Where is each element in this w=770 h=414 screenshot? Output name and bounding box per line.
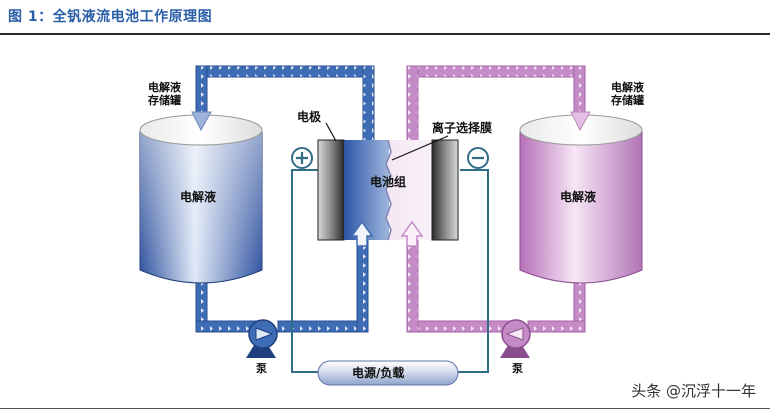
ion-membrane [385,139,392,241]
positive-half-cell [386,140,432,240]
left-pump-icon [246,319,278,358]
left-electrode [317,139,345,241]
right-inflow-arrow [570,111,591,132]
negative-half-cell [344,140,389,240]
left-stack-inflow-arrow [350,220,374,247]
right-pump-icon [500,319,531,358]
membrane-leader-line [391,135,449,161]
electrode-label: 电极 [297,109,322,124]
right-electrolyte-label: 电解液 [560,189,596,204]
right-storage-tank [519,114,643,284]
title-divider [0,33,770,35]
left-storage-tank [139,114,263,284]
left-pump-label: 泵 [256,362,267,375]
right-pump-label: 泵 [512,362,523,375]
load-label: 电源/负载 [352,365,404,380]
battery-stack [317,139,459,241]
left-electrolyte-label: 电解液 [180,189,216,204]
membrane-label: 离子选择膜 [432,120,492,135]
left-tank-label-1: 电解液 [148,80,182,94]
figure-title: 图 1：全钒液流电池工作原理图 [8,9,213,25]
bottom-divider [0,408,770,409]
right-electrode [431,139,459,241]
power-load-box [317,360,459,386]
right-stack-inflow-arrow [400,220,424,247]
watermark: 头条 @沉浮十一年 [631,382,756,400]
electrode-leader-line [325,122,337,142]
left-inflow-arrow [191,111,212,132]
electrical-wires [291,169,489,373]
right-tank-label-2: 存储罐 [611,93,644,107]
right-tank-label-1: 电解液 [611,80,645,94]
positive-terminal-icon [291,147,313,169]
stack-label: 电池组 [370,174,406,189]
left-tank-label-2: 存储罐 [148,93,181,107]
negative-terminal-icon [467,147,489,169]
